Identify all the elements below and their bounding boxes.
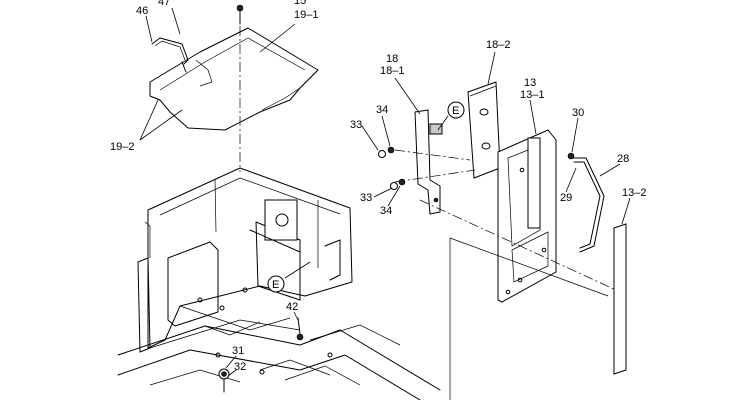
label-19-1: 19–1 bbox=[294, 9, 318, 21]
back-plate bbox=[449, 237, 609, 400]
rod-13-2 bbox=[613, 223, 627, 375]
label-31: 31 bbox=[232, 345, 244, 357]
bracket-18-1 bbox=[414, 109, 443, 215]
bolt-31-32 bbox=[218, 368, 230, 393]
label-18-2: 18–2 bbox=[486, 39, 510, 51]
label-34-bottom: 34 bbox=[380, 205, 392, 217]
label-18-1: 18–1 bbox=[380, 65, 404, 77]
label-33-top: 33 bbox=[350, 119, 362, 131]
fasteners-33-34 bbox=[378, 146, 406, 190]
plate-18-2 bbox=[467, 81, 501, 179]
label-13: 13 bbox=[524, 77, 536, 89]
top-screw bbox=[236, 4, 244, 25]
label-30: 30 bbox=[572, 107, 584, 119]
label-34-top: 34 bbox=[376, 104, 388, 116]
label-13-1: 13–1 bbox=[520, 89, 544, 101]
label-42: 42 bbox=[286, 301, 298, 313]
guide-13-1 bbox=[497, 129, 557, 303]
label-18: 18 bbox=[386, 53, 398, 65]
main-frame bbox=[117, 167, 441, 401]
reference-e-lower: E bbox=[267, 275, 285, 293]
label-33-bottom: 33 bbox=[360, 192, 372, 204]
ref-e-upper-label: E bbox=[452, 105, 459, 117]
handle-46 bbox=[151, 37, 189, 73]
label-47: 47 bbox=[158, 0, 170, 8]
reference-e-upper: E bbox=[447, 101, 465, 119]
ref-e-lower-label: E bbox=[272, 279, 279, 291]
hoop-28 bbox=[567, 152, 605, 253]
label-46: 46 bbox=[136, 5, 148, 17]
label-28: 28 bbox=[617, 153, 629, 165]
label-19-2: 19–2 bbox=[110, 141, 134, 153]
cover-plate-19-1 bbox=[149, 27, 319, 131]
label-13-2: 13–2 bbox=[622, 187, 646, 199]
alignment-lines bbox=[394, 149, 617, 291]
label-32: 32 bbox=[234, 361, 246, 373]
label-29: 29 bbox=[560, 192, 572, 204]
bolt-42 bbox=[296, 317, 304, 341]
label-15: 15 bbox=[294, 0, 306, 7]
leader-lines bbox=[139, 7, 631, 377]
